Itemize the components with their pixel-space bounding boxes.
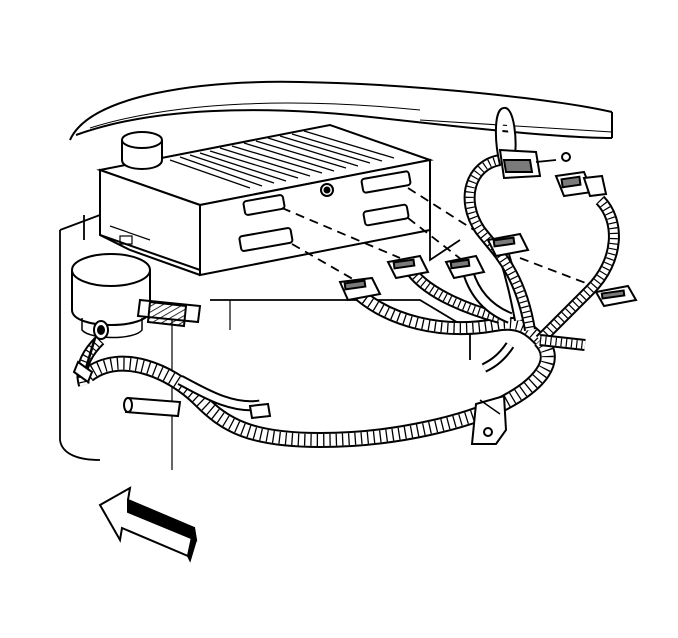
front-direction-arrow — [98, 486, 198, 563]
round-canister — [71, 253, 151, 339]
engine-compartment — [59, 180, 471, 461]
fluid-reservoir — [121, 131, 163, 170]
connector-1 — [338, 276, 382, 302]
harness-clip — [494, 107, 571, 180]
connectors — [338, 170, 638, 308]
socket-lower-left — [238, 227, 294, 252]
socket-upper-right — [360, 170, 412, 194]
hood-edge — [69, 80, 613, 141]
connector-3 — [444, 254, 486, 280]
hose-stubs — [123, 396, 272, 420]
heat-sink-fins — [169, 130, 395, 189]
canister-grommet — [72, 320, 109, 384]
connector-5 — [594, 284, 638, 308]
connector-2 — [386, 254, 430, 280]
socket-lower-right — [362, 203, 410, 227]
harness-bracket — [470, 394, 508, 445]
control-module — [96, 123, 434, 277]
inline-connector — [554, 170, 608, 198]
wiring-harness — [76, 154, 620, 449]
socket-upper-left — [242, 194, 286, 216]
connector-4 — [486, 232, 530, 258]
fuel-tube — [136, 298, 202, 470]
alignment-lines — [281, 187, 605, 291]
